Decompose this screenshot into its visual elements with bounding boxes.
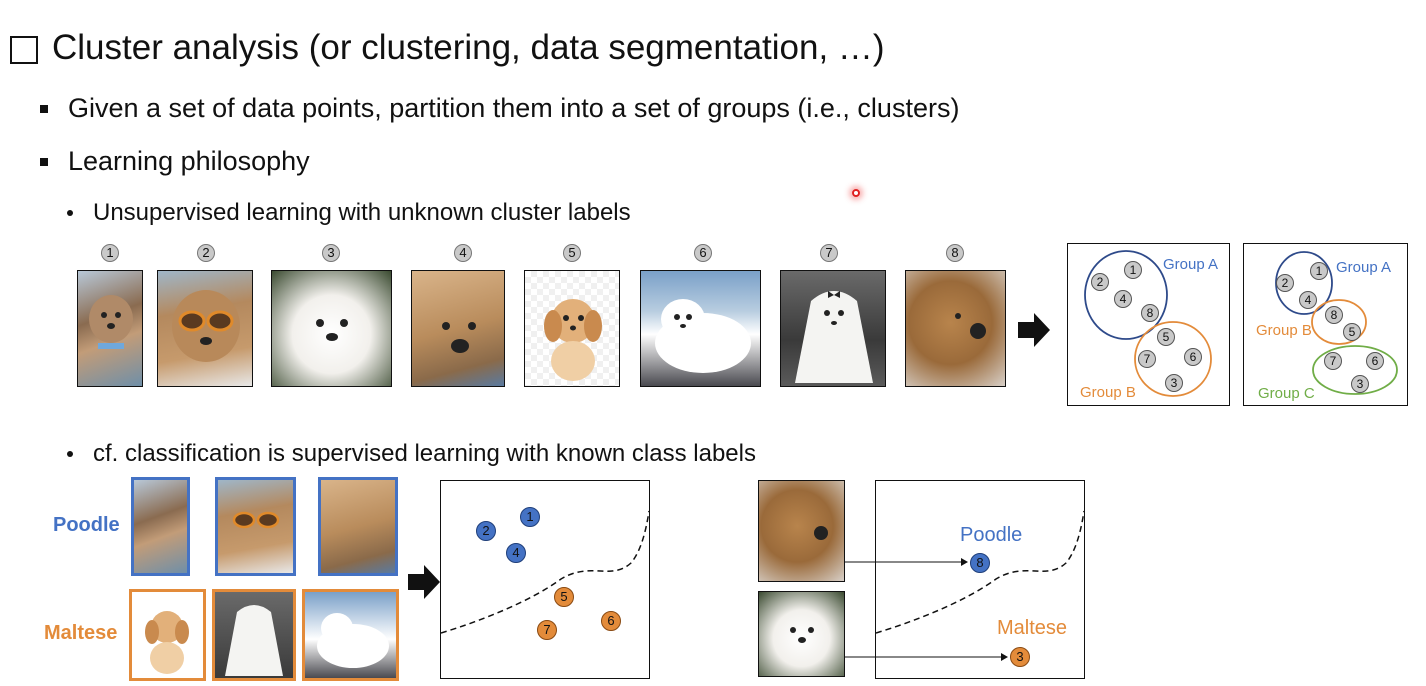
prediction-connector-arrows bbox=[0, 0, 1426, 686]
